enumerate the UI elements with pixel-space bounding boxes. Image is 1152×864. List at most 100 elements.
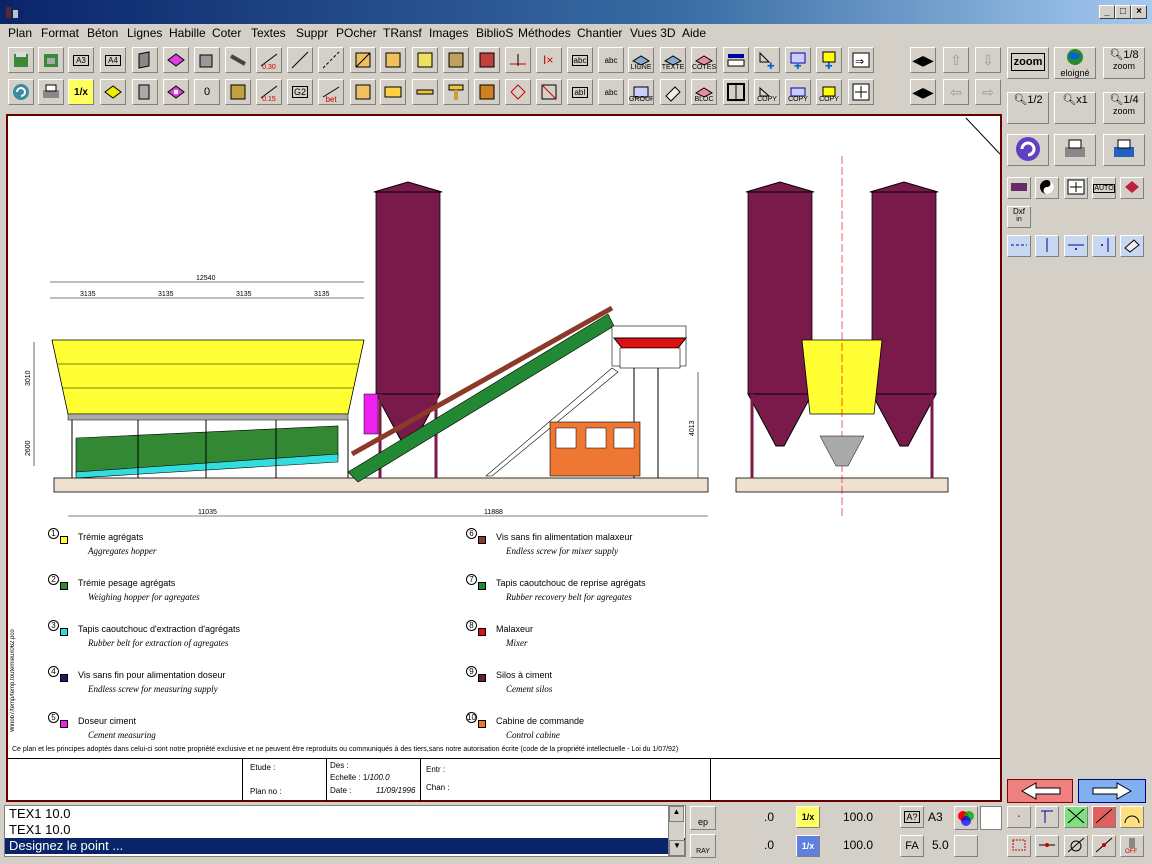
scroll-down-arrow-icon[interactable]: ▼ [669, 840, 685, 856]
snap-off-button[interactable]: OFF [1120, 835, 1144, 857]
menu-pocher[interactable]: POcher [336, 26, 377, 40]
snap-horizontal-button[interactable] [1007, 235, 1031, 257]
auto-button[interactable]: AUTO [1092, 177, 1116, 199]
image-button[interactable] [443, 47, 469, 73]
snap-tangent-button[interactable] [1064, 835, 1088, 857]
cross-button[interactable] [1064, 177, 1088, 199]
format-a4-button[interactable]: A4 [100, 47, 126, 73]
slab-button[interactable] [163, 47, 189, 73]
maximize-button[interactable]: □ [1115, 5, 1131, 19]
delete-text-button[interactable]: I× [536, 47, 562, 73]
zoom-12-button[interactable]: 🔍︎1/2 [1007, 92, 1049, 124]
dimension-button[interactable] [350, 47, 376, 73]
scale-1x-button[interactable]: 1/x [68, 79, 94, 105]
bloc-button[interactable]: BLOC [691, 79, 717, 105]
scroll-right-button[interactable]: ◀▶ [910, 79, 936, 105]
opening-button[interactable] [163, 79, 189, 105]
menu-lignes[interactable]: Lignes [127, 26, 163, 40]
scroll-up-button[interactable]: ⇧ [943, 47, 969, 73]
plot-button[interactable] [1103, 134, 1145, 166]
group-button[interactable]: GROUP [628, 79, 654, 105]
prev-button[interactable] [1007, 779, 1073, 803]
fa-button[interactable]: FA [900, 835, 924, 857]
method-button[interactable] [505, 47, 531, 73]
door-button[interactable] [380, 79, 406, 105]
ruler-button[interactable] [1007, 177, 1031, 199]
command-scrollbar[interactable]: ▲ ▼ [668, 806, 685, 856]
print-button[interactable] [38, 79, 64, 105]
pipe-button[interactable] [225, 47, 251, 73]
menu-suppr[interactable]: Suppr [296, 26, 329, 40]
blank-button[interactable] [954, 835, 978, 857]
minimize-button[interactable]: _ [1099, 5, 1115, 19]
text-style-button[interactable] [380, 47, 406, 73]
snap-box-button[interactable] [1007, 835, 1031, 857]
library-button[interactable] [474, 47, 500, 73]
transform-button[interactable] [505, 79, 531, 105]
bet-button[interactable]: bet [318, 79, 344, 105]
beam-button[interactable] [194, 47, 220, 73]
menu-images[interactable]: Images [429, 26, 469, 40]
snap-point-button[interactable] [1092, 235, 1116, 257]
scroll-left2-button[interactable]: ⇦ [943, 79, 969, 105]
snap-mid-button[interactable] [1064, 235, 1088, 257]
open-plan-button[interactable] [8, 47, 34, 73]
command-prompt[interactable]: Designez le point ... [5, 838, 685, 854]
wall-button[interactable] [132, 47, 158, 73]
format-query-button[interactable]: A? [900, 806, 924, 828]
ep-button[interactable]: ep [690, 806, 716, 830]
group-move-button[interactable]: ✚ [816, 47, 842, 73]
snap-inter-button[interactable] [1064, 806, 1088, 828]
menu-transf[interactable]: TRansf [383, 26, 422, 40]
scroll-left-button[interactable]: ◀▶ [910, 47, 936, 73]
eraser-button[interactable] [660, 79, 686, 105]
copy-move-button[interactable]: ✚ [785, 47, 811, 73]
scroll-right2-button[interactable]: ⇨ [975, 79, 1001, 105]
snap-end-button[interactable] [1092, 806, 1116, 828]
zoom-button[interactable]: zoom [1007, 47, 1049, 79]
erase-snap-button[interactable] [1120, 235, 1144, 257]
dimension2-button[interactable] [350, 79, 376, 105]
print-preview-button[interactable] [1054, 134, 1096, 166]
color-button[interactable] [954, 806, 978, 830]
drawing-canvas[interactable]: 12540 3135 3135 3135 3135 3010 2600 [6, 114, 1002, 802]
texte-button[interactable]: TEXTE [660, 47, 686, 73]
line-thin-button[interactable] [287, 47, 313, 73]
text-abc-button[interactable]: abc [567, 47, 593, 73]
dashed-line-button[interactable] [318, 47, 344, 73]
cotes-button[interactable]: COTES [691, 47, 717, 73]
snap-point2-button[interactable]: · [1007, 806, 1031, 828]
copy3-button[interactable]: COPY [816, 79, 842, 105]
next-button[interactable] [1078, 779, 1146, 803]
crosshair-button[interactable] [848, 79, 874, 105]
menu-methodes[interactable]: Méthodes [518, 26, 571, 40]
line-030-button[interactable]: 0.30 [256, 47, 282, 73]
menu-biblios[interactable]: BiblioS [476, 26, 514, 40]
move-button[interactable]: ✚ [754, 47, 780, 73]
text-move-button[interactable]: abc [598, 47, 624, 73]
zoom-x1-button[interactable]: 🔍︎x1 [1054, 92, 1096, 124]
menu-vues3d[interactable]: Vues 3D [630, 26, 676, 40]
save-plan-button[interactable] [38, 47, 64, 73]
scale-toggle-button[interactable]: 1/x [796, 806, 820, 828]
export-button[interactable]: ⇒ [848, 47, 874, 73]
stair-button[interactable] [225, 79, 251, 105]
menu-textes[interactable]: Textes [251, 26, 286, 40]
lintel-button[interactable] [443, 79, 469, 105]
zoom-far-button[interactable]: eloigné [1054, 47, 1096, 79]
menu-chantier[interactable]: Chantier [577, 26, 623, 40]
column-button[interactable] [132, 79, 158, 105]
ray-button[interactable]: RAY [690, 834, 716, 858]
menu-format[interactable]: Format [41, 26, 80, 40]
menu-plan[interactable]: Plan [8, 26, 33, 40]
snap-vertical-button[interactable] [1035, 235, 1059, 257]
snap-mid2-button[interactable] [1035, 835, 1059, 857]
copy1-button[interactable]: COPY [754, 79, 780, 105]
block-button[interactable] [474, 79, 500, 105]
yinyang-button[interactable] [1035, 177, 1059, 199]
color-swatch[interactable] [980, 806, 1002, 830]
copy2-button[interactable]: COPY [785, 79, 811, 105]
layer-button[interactable] [723, 47, 749, 73]
